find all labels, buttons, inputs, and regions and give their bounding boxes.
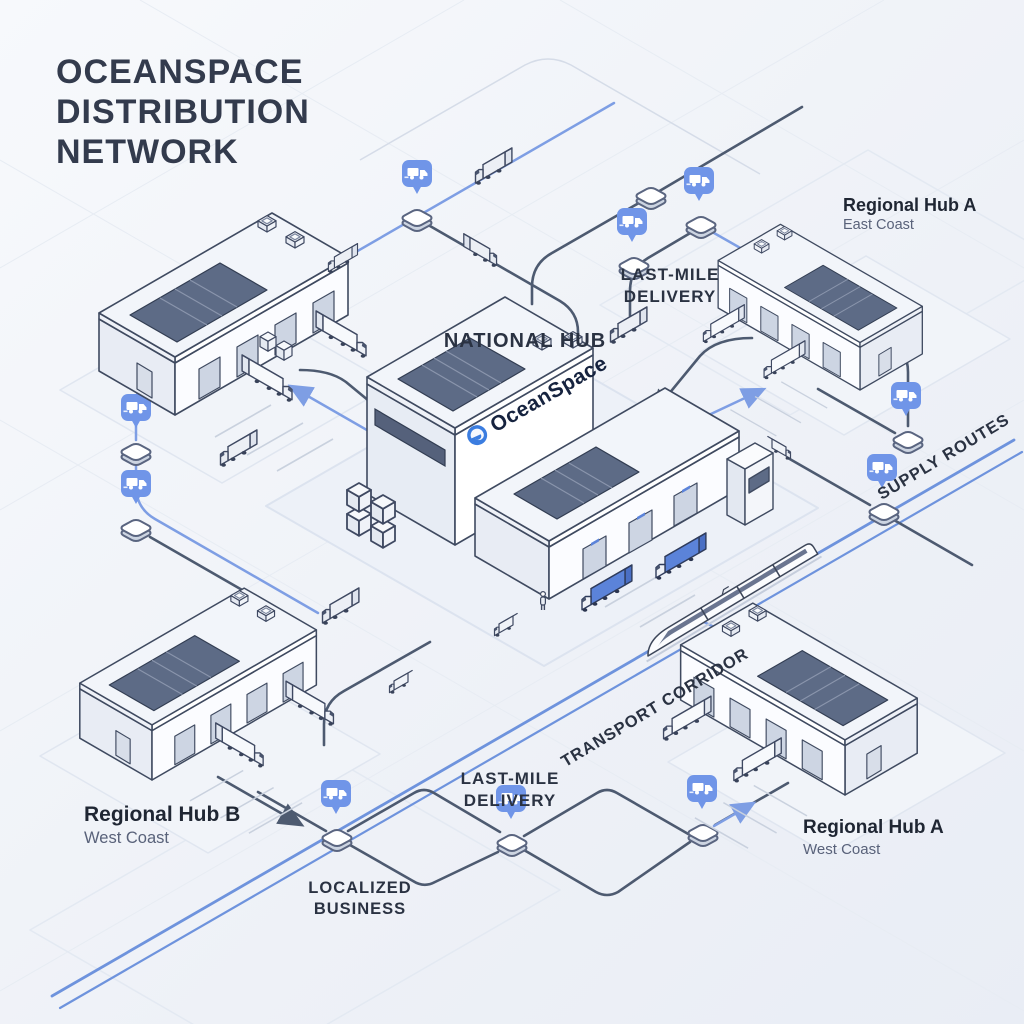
transport-corridor-route: [50, 438, 1024, 1010]
dark-routes: [148, 105, 974, 897]
label-last-mile-delivery-bottom: LAST-MILE DELIVERY: [435, 768, 585, 812]
route-node-icon: [399, 207, 435, 234]
van-icon: [388, 669, 413, 695]
route-node-icon: [319, 827, 355, 854]
hub-region: West Coast: [803, 841, 881, 858]
route-node-icon: [118, 517, 154, 544]
label-regional-hub-a-east: Regional Hub A East Coast: [843, 194, 976, 235]
box-truck-icon: [463, 233, 498, 268]
hub-name: Regional Hub A: [803, 817, 944, 838]
label-line: DELIVERY: [463, 791, 557, 810]
route-node-icon: [683, 214, 719, 241]
title-line: NETWORK: [56, 133, 239, 171]
title-line: OCEANSPACE: [56, 53, 304, 91]
national-hub-building: OceanSpace: [346, 296, 774, 638]
worker-figure: [539, 591, 547, 610]
label-line: LAST-MILE: [460, 769, 560, 788]
label-regional-hub-a-west: Regional Hub A West Coast: [803, 816, 944, 860]
truck-pin-icon: [321, 780, 351, 814]
label-regional-hub-b-west: Regional Hub B West Coast: [84, 802, 240, 849]
truck-pin-icon: [617, 208, 647, 242]
label-line: LOCALIZED: [308, 879, 412, 897]
label-last-mile-delivery-top: LAST-MILE DELIVERY: [595, 264, 745, 308]
label-line: BUSINESS: [313, 900, 407, 918]
label-national-hub: NATIONAL HUB: [443, 330, 607, 352]
page-title: OCEANSPACE DISTRIBUTION NETWORK: [56, 52, 310, 172]
label-line: DELIVERY: [623, 287, 717, 306]
route-node-icon: [890, 429, 926, 456]
truck-pin-icon: [687, 775, 717, 809]
label-line: LAST-MILE: [620, 265, 720, 284]
hub-region: West Coast: [84, 829, 169, 847]
hub-name: Regional Hub B: [84, 803, 241, 826]
hub-region: East Coast: [843, 217, 914, 233]
route-node-icon: [685, 822, 721, 849]
route-node-icon: [118, 441, 154, 468]
truck-pin-icon: [891, 382, 921, 416]
truck-pin-icon: [402, 160, 432, 194]
box-truck-icon: [321, 587, 360, 626]
truck-pin-icon: [121, 470, 151, 504]
hub-name: Regional Hub A: [843, 195, 977, 215]
label-localized-business: LOCALIZED BUSINESS: [285, 878, 435, 920]
truck-pin-icon: [684, 167, 714, 201]
title-line: DISTRIBUTION: [56, 93, 310, 131]
